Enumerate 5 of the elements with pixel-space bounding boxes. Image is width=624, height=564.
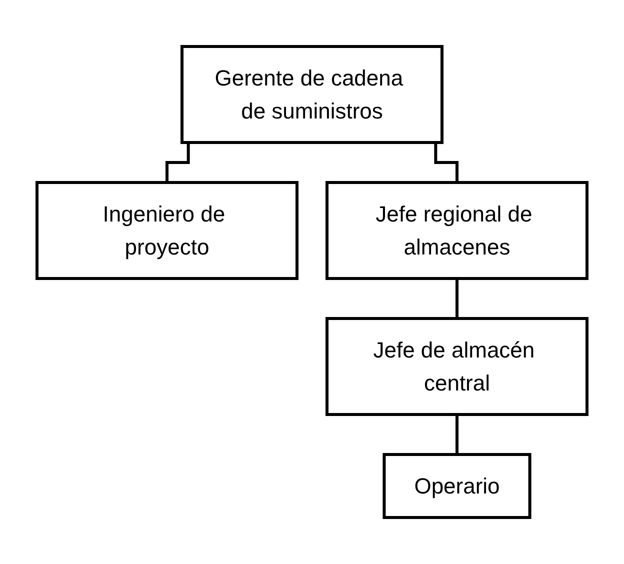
node-box: Jefe de almacén central — [326, 317, 588, 416]
node-box: Gerente de cadena de suministros — [180, 45, 444, 144]
node-box: Jefe regional de almacenes — [326, 181, 588, 280]
node-box: Ingeniero de proyecto — [36, 181, 298, 280]
node-box: Operario — [382, 453, 532, 519]
